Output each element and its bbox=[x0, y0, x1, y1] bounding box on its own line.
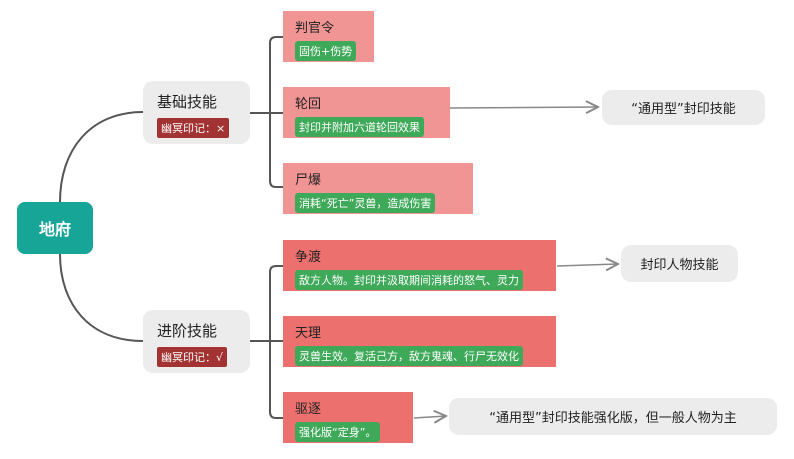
skill-title: 驱逐 bbox=[295, 402, 322, 417]
group-label: 进阶技能 bbox=[157, 322, 218, 340]
group-basic-skills[interactable]: 基础技能 幽冥印记：× bbox=[143, 81, 250, 144]
skill-node[interactable]: 尸爆 消耗“死亡”灵兽，造成伤害 bbox=[283, 163, 473, 214]
note-node[interactable]: 封印人物技能 bbox=[621, 245, 738, 282]
skill-title: 轮回 bbox=[295, 97, 322, 112]
group-label: 基础技能 bbox=[157, 93, 218, 111]
skill-desc: 消耗“死亡”灵兽，造成伤害 bbox=[295, 193, 436, 213]
skill-node[interactable]: 天理 灵兽生效。复活己方，敌方鬼魂、行尸无效化 bbox=[283, 316, 556, 367]
skill-title: 尸爆 bbox=[295, 173, 322, 188]
skill-node[interactable]: 争渡 敌方人物。封印并汲取期间消耗的怒气、灵力 bbox=[283, 240, 556, 291]
root-node[interactable]: 地府 bbox=[17, 202, 93, 254]
note-node[interactable]: “通用型”封印技能强化版，但一般人物为主 bbox=[449, 398, 777, 435]
group-advanced-skills[interactable]: 进阶技能 幽冥印记：√ bbox=[143, 310, 250, 373]
skill-desc: 灵兽生效。复活己方，敌方鬼魂、行尸无效化 bbox=[295, 346, 523, 366]
skill-title: 争渡 bbox=[295, 250, 322, 265]
note-text: “通用型”封印技能 bbox=[631, 102, 736, 117]
skill-title: 判官令 bbox=[295, 21, 335, 36]
skill-desc: 固伤+伤势 bbox=[295, 41, 357, 61]
note-node[interactable]: “通用型”封印技能 bbox=[602, 90, 765, 125]
skill-node[interactable]: 驱逐 强化版“定身”。 bbox=[283, 392, 413, 443]
skill-desc: 封印并附加六道轮回效果 bbox=[295, 117, 424, 137]
mark-tag: 幽冥印记：√ bbox=[157, 347, 228, 367]
skill-desc: 敌方人物。封印并汲取期间消耗的怒气、灵力 bbox=[295, 270, 523, 290]
skill-node[interactable]: 轮回 封印并附加六道轮回效果 bbox=[283, 87, 450, 138]
note-text: 封印人物技能 bbox=[640, 258, 719, 273]
skill-desc: 强化版“定身”。 bbox=[295, 422, 381, 442]
root-label: 地府 bbox=[38, 220, 71, 239]
skill-node[interactable]: 判官令 固伤+伤势 bbox=[283, 11, 374, 62]
mark-tag: 幽冥印记：× bbox=[157, 118, 230, 138]
skill-title: 天理 bbox=[295, 326, 322, 341]
note-text: “通用型”封印技能强化版，但一般人物为主 bbox=[489, 411, 737, 426]
